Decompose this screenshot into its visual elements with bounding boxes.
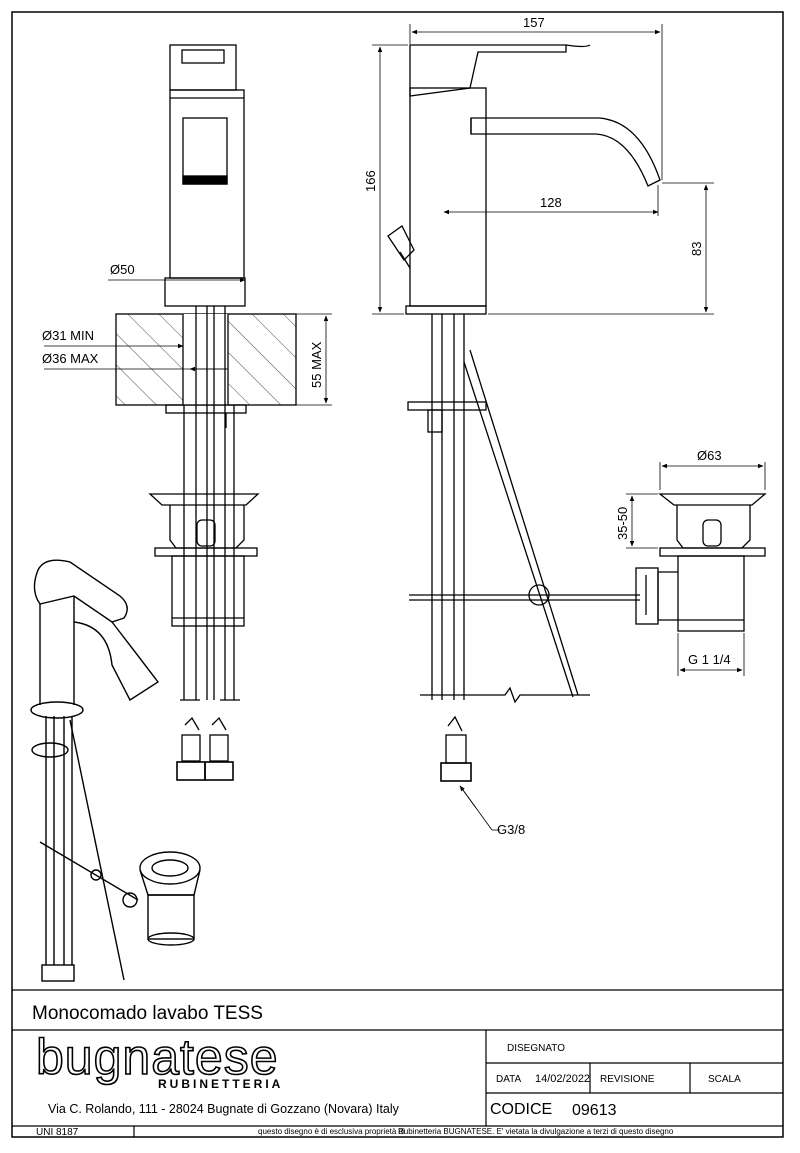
company-address: Via C. Rolando, 111 - 28024 Bugnate di G…	[48, 1102, 400, 1116]
dim-total-height: 166	[363, 170, 378, 192]
code-label: CODICE	[490, 1101, 552, 1118]
product-title: Monocomado lavabo TESS	[32, 1003, 263, 1024]
dim-waste-thread: G 1 1/4	[688, 652, 731, 667]
standard-label: UNI 8187	[36, 1127, 79, 1138]
dim-hole-min: Ø31 MIN	[42, 328, 94, 343]
drawn-label: DISEGNATO	[507, 1043, 565, 1054]
dim-reach: 128	[540, 195, 562, 210]
isometric-view	[30, 559, 201, 982]
dim-hose-thread: G3/8	[497, 822, 525, 837]
dim-spout-height: 83	[689, 242, 704, 256]
code-value: 09613	[572, 1102, 617, 1119]
drawing-frame	[11, 11, 784, 1138]
side-view	[387, 44, 767, 782]
date-label: DATA	[496, 1074, 522, 1085]
side-dimensions	[372, 24, 766, 831]
dim-hole-max: Ø36 MAX	[42, 351, 99, 366]
title-block	[12, 989, 783, 1137]
ownership-notice-right: Rubinetteria BUGNATESE. E' vietata la di…	[398, 1127, 674, 1136]
revision-label: REVISIONE	[600, 1074, 655, 1085]
brand-subtitle: RUBINETTERIA	[158, 1077, 283, 1091]
scale-label: SCALA	[708, 1074, 741, 1085]
ownership-notice-left: questo disegno è di esclusiva proprietà …	[258, 1127, 405, 1136]
dim-waste-diameter: Ø63	[697, 448, 722, 463]
dim-body-diameter: Ø50	[110, 262, 135, 277]
front-dimensions	[44, 277, 332, 406]
dim-waste-height: 35-50	[615, 507, 630, 540]
dim-deck-thickness: 55 MAX	[309, 341, 324, 388]
brand-logo: bugnatese	[36, 1029, 279, 1085]
dim-total-length: 157	[523, 15, 545, 30]
front-view	[115, 44, 297, 781]
date-value: 14/02/2022	[535, 1073, 590, 1085]
